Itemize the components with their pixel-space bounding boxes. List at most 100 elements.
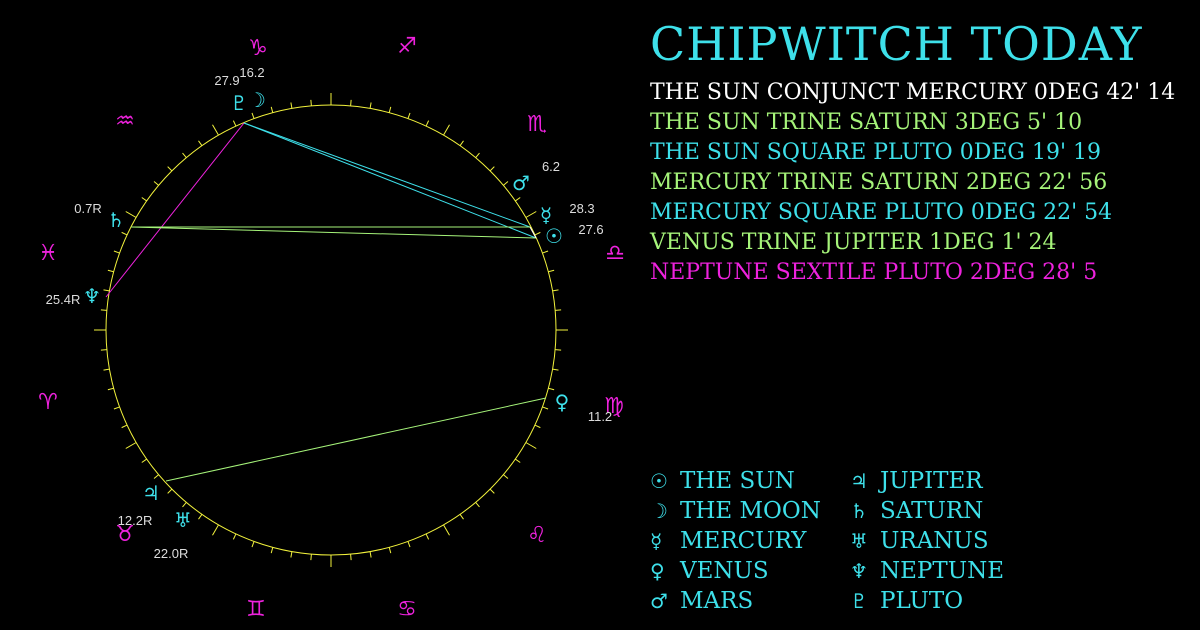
- mars-degree-label: 6.2: [542, 159, 560, 174]
- legend-label: MARS: [680, 588, 754, 614]
- legend-label: NEPTUNE: [880, 558, 1005, 584]
- aspect-item: VENUS TRINE JUPITER 1DEG 1' 24: [650, 230, 1057, 255]
- wheel-tick: [534, 424, 541, 429]
- astrology-chart-wheel: ♑♐♏♎♍♌♋♊♉♈♓♒♇27.9☽16.2♂6.2☿28.3☉27.6♄0.7…: [38, 34, 625, 622]
- wheel-tick: [515, 458, 521, 463]
- legend-item: ♅URANUS: [850, 526, 1004, 556]
- wheel-tick: [503, 474, 509, 479]
- wheel-tick: [198, 514, 203, 520]
- wheel-tick: [515, 197, 521, 202]
- legend-label: VENUS: [680, 558, 769, 584]
- moon-icon: ☽: [248, 88, 266, 112]
- wheel-tick: [121, 231, 128, 236]
- wheel-tick: [107, 387, 114, 391]
- jupiter-icon: ♃: [142, 481, 160, 505]
- wheel-circle: [105, 104, 557, 556]
- cancer-sign-icon: ♋: [397, 597, 417, 622]
- sagittarius-sign-icon: ♐: [397, 34, 417, 59]
- wheel-tick: [552, 289, 559, 292]
- wheel-tick: [407, 112, 411, 119]
- wheel-tick: [270, 547, 274, 554]
- wheel-tick: [425, 533, 430, 540]
- venus-degree-label: 11.2: [588, 409, 612, 424]
- mercury-icon: ☿: [650, 529, 663, 553]
- aspect-item: THE SUN TRINE SATURN 3DEG 5' 10: [650, 110, 1083, 135]
- wheel-tick: [388, 547, 392, 554]
- wheel-tick: [388, 106, 392, 113]
- aspect-line-jupiter-venus: [165, 397, 547, 482]
- legend-item: ♄SATURN: [850, 496, 1004, 526]
- wheel-tick: [542, 406, 549, 410]
- wheel-tick: [503, 181, 509, 186]
- mars-icon: ♂: [650, 589, 668, 613]
- moon-icon: ☽: [650, 499, 668, 523]
- aspect-list: THE SUN CONJUNCT MERCURY 0DEG 42' 14 THE …: [650, 78, 1195, 288]
- wheel-tick: [141, 197, 147, 202]
- wheel-tick: [552, 368, 559, 371]
- neptune-degree-label: 25.4R: [46, 292, 81, 307]
- wheel-tick: [350, 99, 352, 106]
- wheel-tick: [212, 524, 219, 536]
- pisces-sign-icon: ♓: [38, 241, 58, 266]
- wheel-tick: [125, 442, 137, 449]
- sun-degree-label: 27.6: [578, 222, 603, 237]
- wheel-tick: [548, 269, 555, 273]
- legend-item: ♆NEPTUNE: [850, 556, 1004, 586]
- wheel-tick: [270, 106, 274, 113]
- legend-item: ♂ MARS: [650, 586, 821, 616]
- mercury-icon: ☿: [540, 203, 552, 227]
- wheel-tick: [475, 502, 480, 508]
- legend-label: THE MOON: [680, 498, 821, 524]
- aspect-line-sun-mercury: [529, 226, 537, 239]
- wheel-tick: [350, 554, 352, 561]
- wheel-tick: [525, 211, 537, 218]
- legend-label: MERCURY: [680, 528, 807, 554]
- wheel-tick: [251, 112, 255, 119]
- wheel-tick: [232, 120, 237, 127]
- aspect-item: THE SUN CONJUNCT MERCURY 0DEG 42' 14: [650, 80, 1176, 105]
- wheel-tick: [107, 269, 114, 273]
- aspect-item: MERCURY TRINE SATURN 2DEG 22' 56: [650, 170, 1108, 195]
- aries-sign-icon: ♈: [38, 390, 58, 415]
- wheel-tick: [290, 102, 293, 109]
- legend-item: ☉THE SUN: [650, 466, 821, 496]
- wheel-tick: [443, 124, 450, 136]
- mars-icon: ♂: [512, 171, 530, 195]
- wheel-tick: [425, 120, 430, 127]
- wheel-tick: [212, 124, 219, 136]
- wheel-tick: [407, 541, 411, 548]
- aspect-item: NEPTUNE SEXTILE PLUTO 2DEG 28' 5: [650, 260, 1098, 285]
- aspect-line-pluto-sun: [243, 122, 537, 239]
- sun-icon: ☉: [650, 469, 668, 493]
- wheel-tick: [182, 502, 187, 508]
- legend-item: ☽ THE MOON: [650, 496, 821, 526]
- legend-label: SATURN: [880, 498, 984, 524]
- wheel-tick: [542, 250, 549, 254]
- neptune-icon: ♆: [83, 284, 101, 308]
- wheel-tick: [198, 140, 203, 146]
- wheel-tick: [548, 387, 555, 391]
- moon-degree-label: 16.2: [239, 65, 264, 80]
- aspect-line-saturn-sun: [130, 226, 537, 239]
- wheel-tick: [369, 102, 372, 109]
- wheel-tick: [141, 458, 147, 463]
- legend-label: JUPITER: [880, 468, 983, 494]
- wheel-tick: [489, 488, 495, 494]
- aspect-line-pluto-neptune: [105, 122, 245, 298]
- wheel-tick: [310, 554, 312, 561]
- legend-item: ♀VENUS: [650, 556, 821, 586]
- wheel-tick: [290, 551, 293, 558]
- page-title: CHIPWITCH TODAY: [650, 17, 1143, 71]
- wheel-tick: [459, 140, 464, 146]
- pluto-icon: ♇: [230, 91, 248, 115]
- saturn-icon: ♄: [107, 208, 125, 232]
- wheel-tick: [167, 166, 173, 172]
- wheel-tick: [113, 406, 120, 410]
- wheel-tick: [232, 533, 237, 540]
- wheel-tick: [113, 250, 120, 254]
- scorpio-sign-icon: ♏: [527, 112, 547, 137]
- wheel-tick: [555, 349, 562, 351]
- aspect-line-pluto-mercury: [243, 122, 531, 228]
- pluto-degree-label: 27.9: [214, 73, 239, 88]
- wheel-tick: [310, 99, 312, 106]
